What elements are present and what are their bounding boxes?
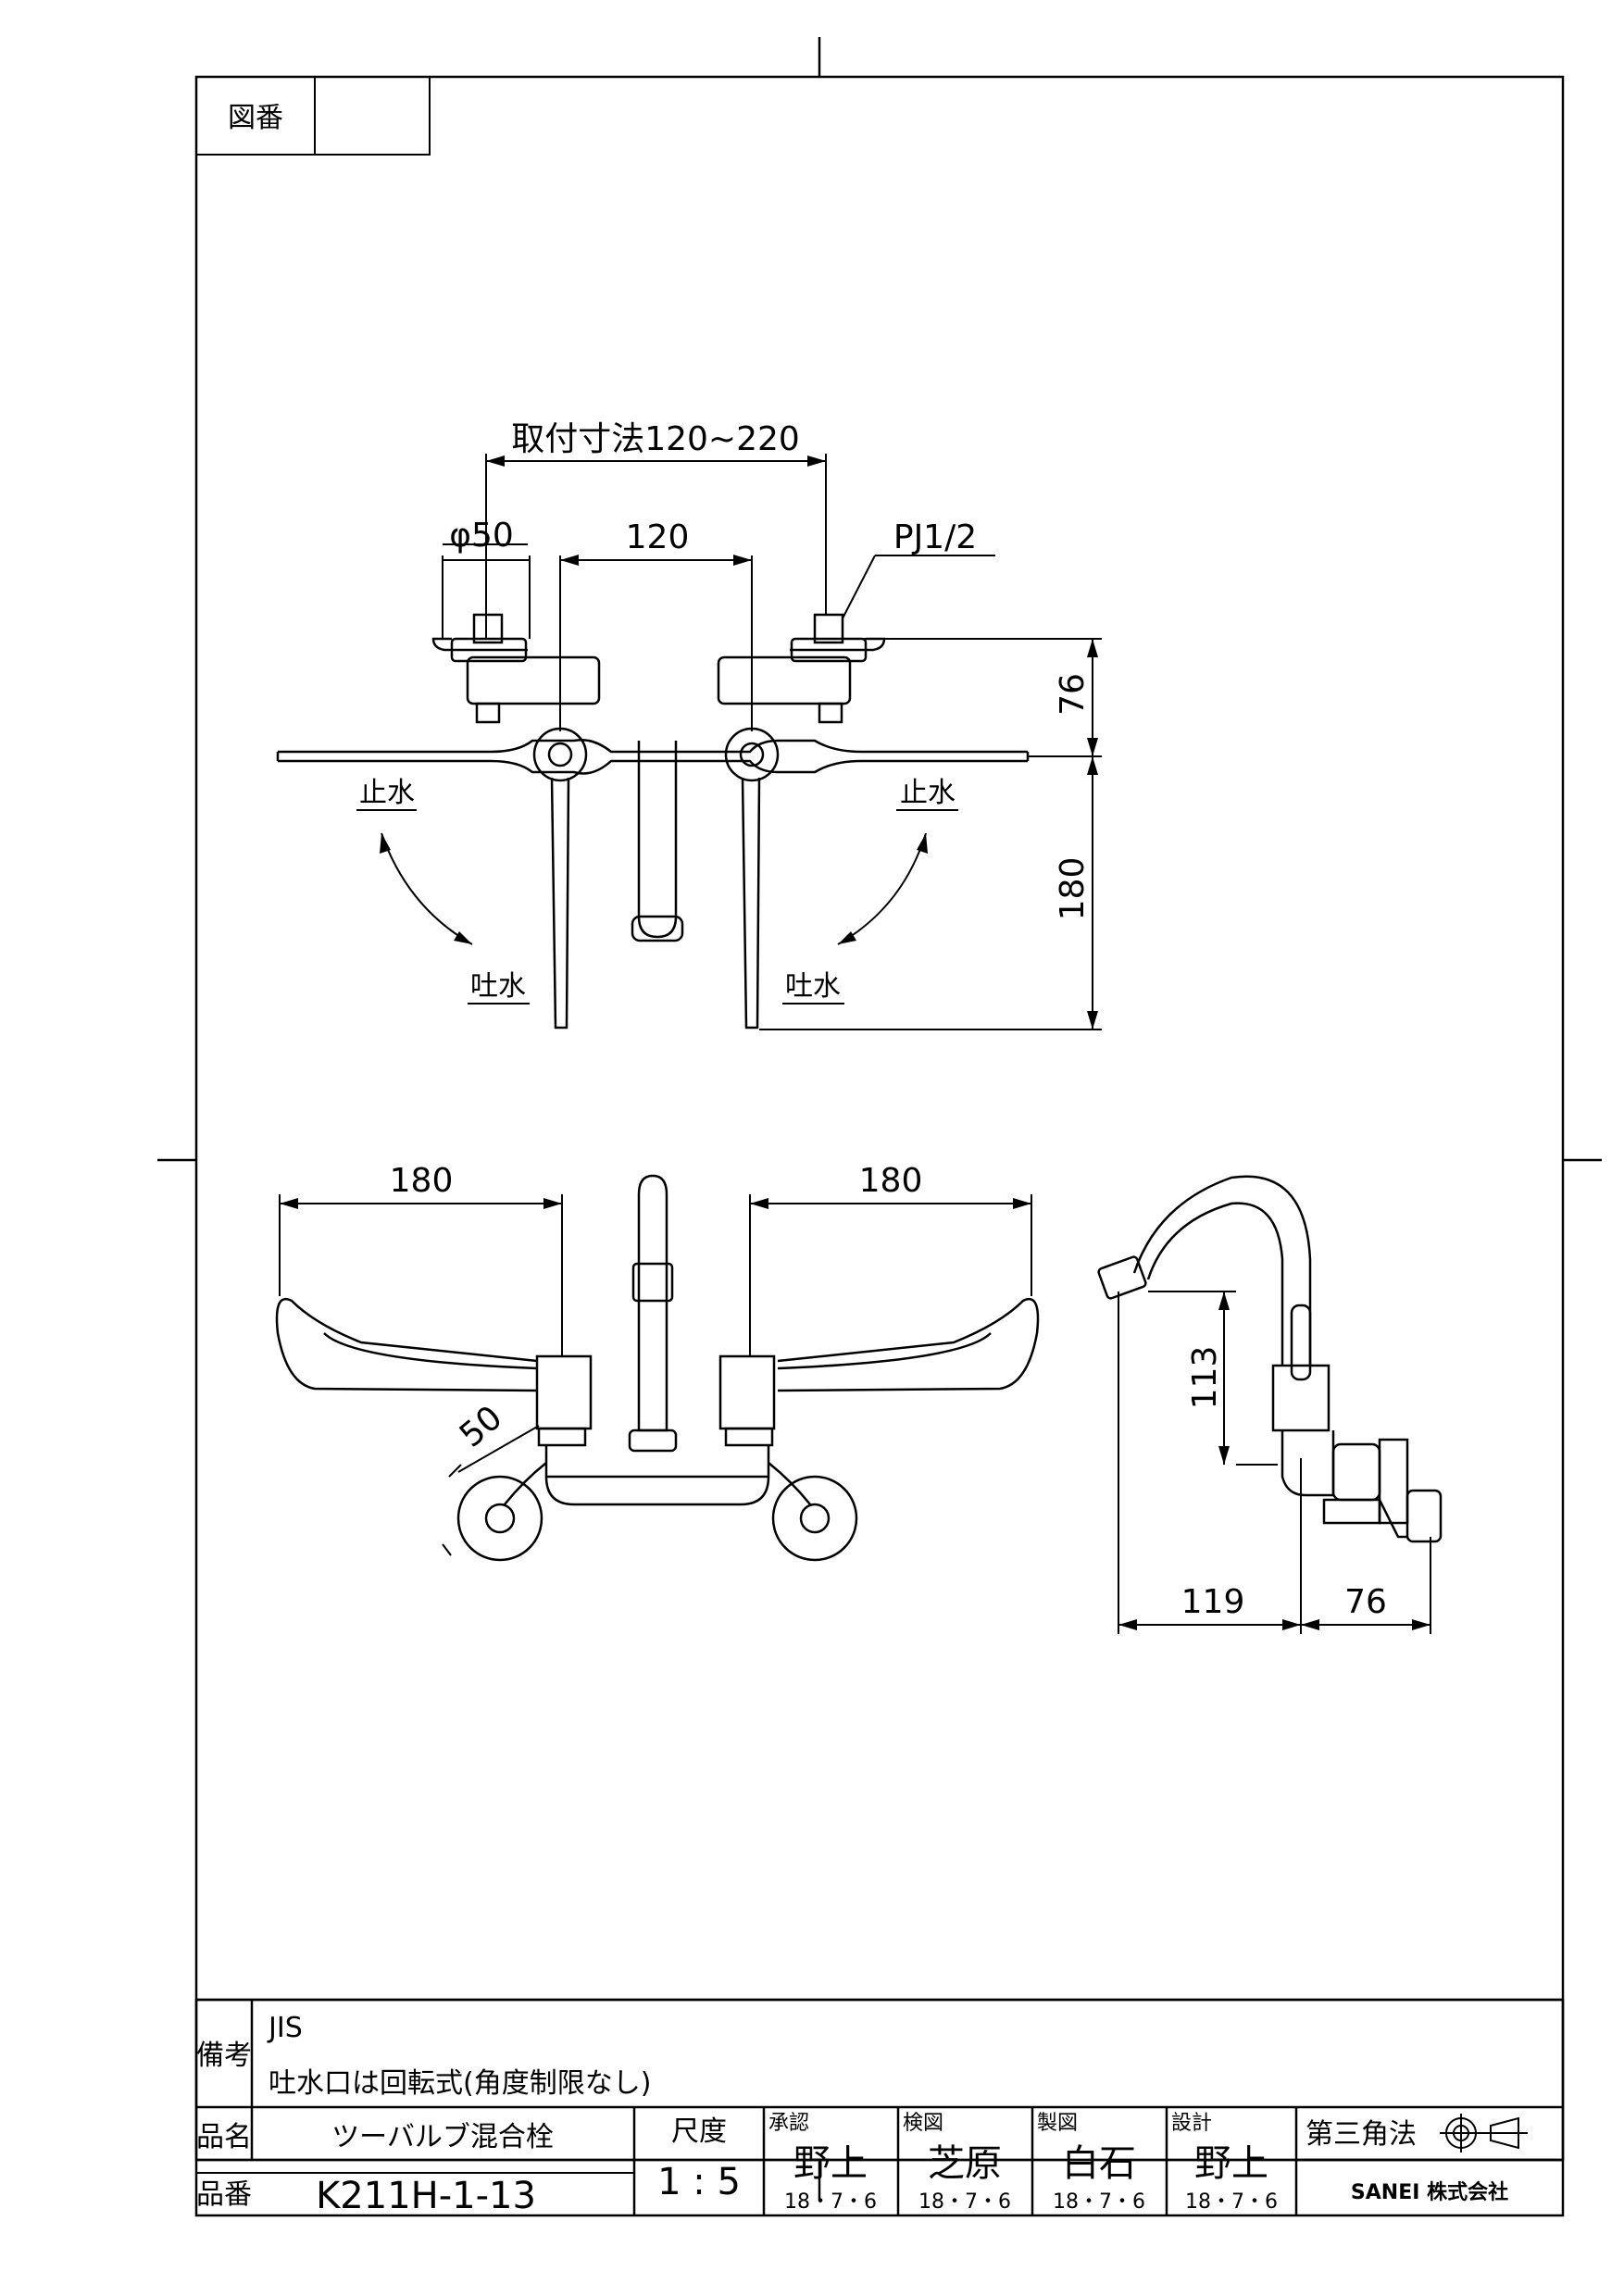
product-number-label: 品番	[196, 2178, 252, 2211]
company-name: SANEI 株式会社	[1351, 2180, 1508, 2204]
designed-date: 18・7・6	[1185, 2190, 1278, 2214]
approved-label: 承認	[768, 2112, 809, 2135]
third-angle-projection-icon	[1440, 2114, 1528, 2152]
top-view	[276, 613, 1030, 1029]
checked-date: 18・7・6	[918, 2190, 1011, 2214]
dim-mount-range: 取付寸法120~220	[511, 420, 800, 458]
product-number-value: K211H-1-13	[316, 2175, 536, 2217]
label-underlines	[356, 809, 958, 1004]
remarks-line-1: JIS	[267, 2012, 303, 2044]
drawing-number-label: 図番	[228, 102, 283, 134]
sheet-frame	[157, 37, 1602, 2200]
label-stop-right: 止水	[900, 777, 956, 809]
approved-date: 18・7・6	[784, 2190, 877, 2214]
dim-phi: φ50	[449, 517, 514, 555]
side-view	[1097, 1175, 1443, 1543]
top-view-dimensions	[381, 454, 1102, 1030]
drawn-date: 18・7・6	[1053, 2190, 1145, 2214]
drawn-label: 製図	[1037, 2112, 1078, 2135]
side-view-arrows	[1118, 1292, 1430, 1630]
dim-side-height: 113	[1186, 1346, 1224, 1410]
dim-height-down: 180	[1054, 857, 1092, 921]
label-stop-left: 止水	[359, 777, 415, 809]
drawn-name: 白石	[1062, 2142, 1136, 2185]
product-name-label: 品名	[196, 2121, 252, 2153]
approved-name: 野上	[793, 2142, 868, 2185]
dim-side-reach: 119	[1181, 1583, 1245, 1621]
front-view-dimensions	[279, 1194, 1032, 1556]
title-block	[194, 1998, 1565, 2217]
dim-front-right: 180	[859, 1162, 923, 1200]
checked-name: 芝原	[928, 2142, 1002, 2185]
designed-label: 設計	[1171, 2112, 1212, 2135]
top-view-arrows	[380, 455, 1098, 1029]
checked-label: 検図	[903, 2112, 943, 2135]
remarks-line-2: 吐水口は回転式(角度制限なし)	[269, 2067, 651, 2100]
remarks-label: 備考	[196, 2040, 252, 2072]
label-spout-left: 吐水	[470, 970, 526, 1003]
dim-center: 120	[626, 518, 690, 556]
product-name-value: ツーバルブ混合栓	[331, 2121, 554, 2153]
dim-height-top: 76	[1054, 673, 1092, 716]
dim-thread: PJ1/2	[893, 518, 977, 556]
designed-name: 野上	[1194, 2142, 1268, 2185]
scale-value: 1 : 5	[657, 2161, 741, 2203]
dim-side-depth: 76	[1344, 1583, 1387, 1621]
label-spout-right: 吐水	[785, 970, 841, 1003]
dim-front-left: 180	[390, 1162, 454, 1200]
front-view-arrows	[280, 1198, 1031, 1209]
side-view-dimensions	[1118, 1291, 1431, 1634]
scale-label: 尺度	[671, 2115, 727, 2148]
projection-label: 第三角法	[1305, 2118, 1417, 2151]
front-view	[275, 1174, 1040, 1562]
drawing-number-box: 図番	[195, 76, 431, 156]
